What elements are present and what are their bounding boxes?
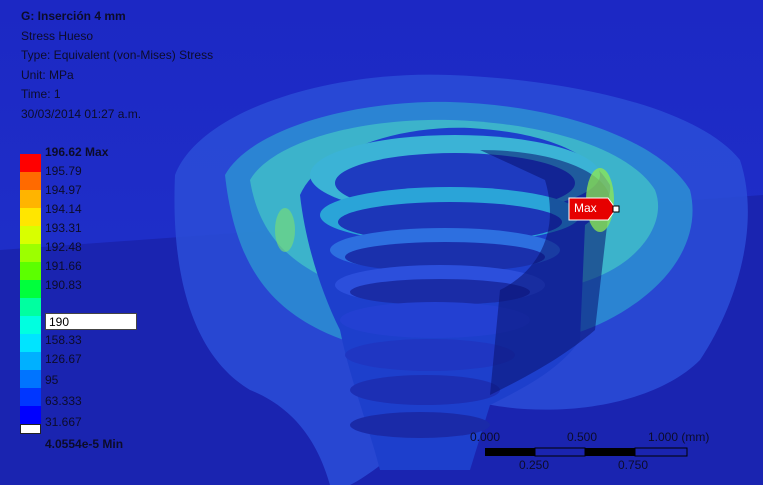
left-stress-hotspot	[275, 208, 295, 252]
scale-label: 0.750	[618, 458, 649, 472]
legend-color-10	[20, 316, 41, 334]
result-info-block: G: Inserción 4 mm Stress Hueso Type: Equ…	[21, 7, 213, 124]
legend-max-label: 196.62 Max	[45, 145, 109, 159]
legend-color-14	[20, 388, 41, 406]
legend-color-2	[20, 172, 41, 190]
thread-ring-6	[345, 339, 515, 371]
scale-label: 0.500	[567, 430, 598, 444]
legend-tick: 63.333	[45, 394, 82, 408]
legend-tick: 31.667	[45, 415, 82, 429]
max-probe-label: Max	[574, 201, 597, 215]
legend-color-3	[20, 190, 41, 208]
legend-color-9	[20, 298, 41, 316]
legend-color-4	[20, 208, 41, 226]
result-date: 30/03/2014 01:27 a.m.	[21, 106, 142, 121]
legend-tick: 158.33	[45, 333, 82, 347]
legend-tick: 192.48	[45, 240, 82, 254]
legend-tick: 193.31	[45, 221, 82, 235]
result-type: Type: Equivalent (von-Mises) Stress	[21, 48, 214, 62]
legend-color-13	[20, 370, 41, 388]
legend-tick: 95	[45, 373, 59, 387]
scale-label: 0.000	[470, 430, 501, 444]
legend-color-8	[20, 280, 41, 298]
max-probe-flag	[568, 197, 620, 221]
legend-tick: 194.97	[45, 183, 82, 197]
legend-color-7	[20, 262, 41, 280]
legend-tick: 190.83	[45, 278, 82, 292]
legend-color-11	[20, 334, 41, 352]
result-object: Stress Hueso	[21, 28, 94, 43]
legend-color-12	[20, 352, 41, 370]
legend-value-input[interactable]: 190	[45, 313, 137, 330]
thread-gap-3	[345, 242, 545, 272]
legend-min-label: 4.0554e-5 Min	[45, 437, 124, 451]
legend-tick: 195.79	[45, 164, 82, 178]
thread-ring-5	[340, 302, 530, 338]
scale-bar-graphic	[485, 447, 688, 457]
thread-ring-7	[350, 375, 500, 405]
max-probe-tag[interactable]: Max	[568, 197, 620, 221]
result-unit: Unit: MPa	[21, 67, 74, 82]
legend-tick: 194.14	[45, 202, 82, 216]
thread-gap-4	[350, 279, 530, 305]
legend-color-5	[20, 226, 41, 244]
thread-ring-8	[350, 412, 490, 438]
scale-label: 1.000 (mm)	[648, 430, 710, 444]
legend-tick: 191.66	[45, 259, 82, 273]
result-title: G: Inserción 4 mm	[21, 9, 126, 23]
legend-color-15	[20, 406, 41, 424]
result-time: Time: 1	[21, 87, 61, 101]
scale-label: 0.250	[519, 458, 550, 472]
legend-tick: 126.67	[45, 352, 82, 366]
legend-color-1	[20, 154, 41, 172]
scale-bar: 0.000 0.500 1.000 (mm) 0.250 0.750	[470, 430, 709, 472]
legend-min-swatch	[20, 424, 41, 434]
legend-color-6	[20, 244, 41, 262]
